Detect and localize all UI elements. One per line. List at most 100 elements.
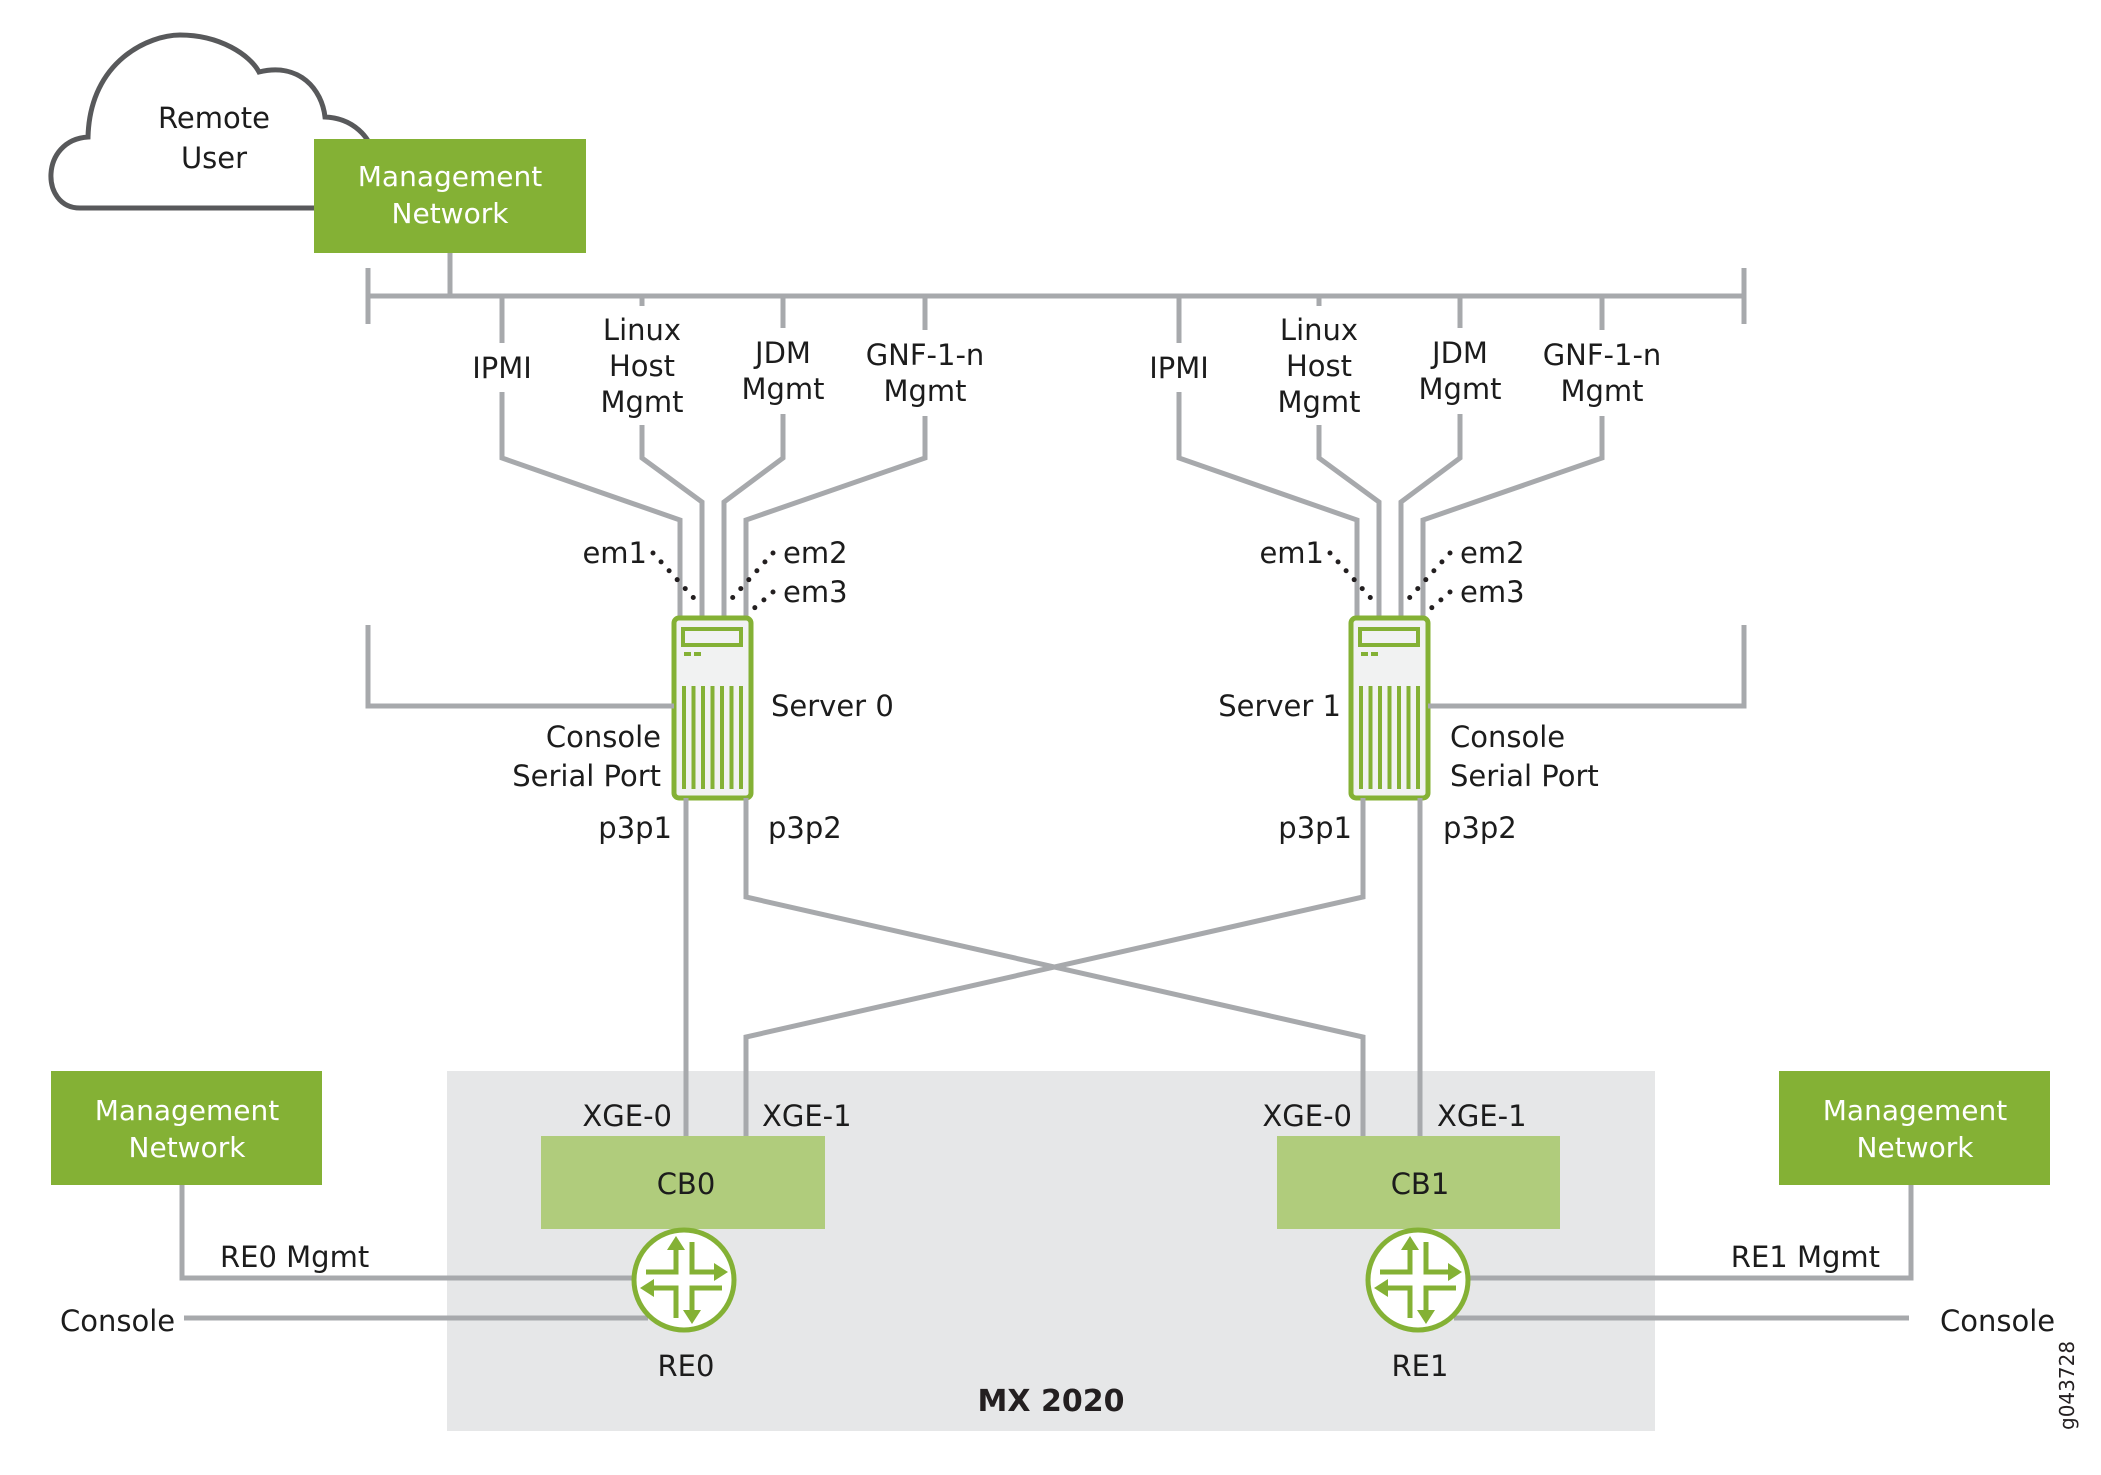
router-arrowhead xyxy=(667,1236,685,1250)
re0-console-label: Console xyxy=(60,1304,175,1338)
server-1-linux-host-label: Mgmt xyxy=(1277,385,1360,419)
server-0-p3p1-label: p3p1 xyxy=(598,811,672,845)
server-0-console-line xyxy=(365,625,674,709)
server-0-em3-label: em3 xyxy=(783,575,848,609)
server-1-jdm-link xyxy=(1398,296,1463,618)
server-1-em1-callout xyxy=(1327,550,1381,609)
server-1-name: Server 1 xyxy=(1218,689,1341,723)
cb0-box xyxy=(541,1136,825,1229)
server-1-p3p2-label: p3p2 xyxy=(1443,811,1517,845)
router-arrow-up xyxy=(646,1248,679,1275)
router-arrowhead xyxy=(714,1263,728,1281)
bottom-right-management-network: Management Network xyxy=(1779,1071,2050,1185)
router-arrow-left xyxy=(652,1285,679,1318)
management-network-box xyxy=(51,1071,322,1185)
router-icon xyxy=(1365,1227,1471,1333)
figure-id: g043728 xyxy=(2055,1341,2079,1430)
router-arrowhead xyxy=(640,1279,654,1297)
server-0-em2-callout xyxy=(722,550,776,609)
cb1-box xyxy=(1277,1136,1560,1229)
server-0-jdm-label: JDM xyxy=(753,336,811,370)
server-0-linux-host-label: Host xyxy=(609,349,675,383)
server-0-jdm-link xyxy=(721,296,786,618)
server-1-ipmi-link xyxy=(1176,296,1360,618)
server-0-em1-callout xyxy=(650,550,704,609)
cb0: CB0 XGE-0 XGE-1 xyxy=(541,1099,852,1229)
router-circle xyxy=(1365,1227,1471,1333)
management-network-line1: Management xyxy=(95,1094,279,1127)
router-arrowhead xyxy=(683,1310,701,1324)
server-0-em3-callout xyxy=(748,589,776,614)
server-1-jdm-label: Mgmt xyxy=(1418,372,1501,406)
server-0-name: Server 0 xyxy=(771,689,894,723)
cb1-xge0-label: XGE-0 xyxy=(1262,1099,1352,1133)
server-0-ipmi-link xyxy=(499,296,683,618)
server-0-ipmi-label: IPMI xyxy=(472,351,532,385)
router-arrowhead xyxy=(1448,1263,1462,1281)
server-1-console-line xyxy=(1428,625,1747,709)
server-1-gnf-label: Mgmt xyxy=(1560,374,1643,408)
remote-user-cloud: Remote User xyxy=(48,32,375,211)
server-1-em2-label: em2 xyxy=(1460,536,1525,570)
management-network-box xyxy=(314,139,586,253)
cb1-label: CB1 xyxy=(1391,1167,1450,1201)
server-0-linux-host-link xyxy=(639,296,705,618)
server-1-console-label-line1: Console xyxy=(1450,720,1565,754)
server-display xyxy=(681,627,743,647)
router-arrow-right xyxy=(689,1242,716,1275)
server-1-linux-host-label: Linux xyxy=(1280,313,1358,347)
re0-mgmt-line xyxy=(179,1185,634,1281)
server-1-p3p1-label: p3p1 xyxy=(1278,811,1352,845)
server-1-gnf-label: GNF-1-n xyxy=(1543,338,1662,372)
cb0-xge0-label: XGE-0 xyxy=(582,1099,672,1133)
server-0-linux-host-label: Linux xyxy=(603,313,681,347)
server-1-em2-callout xyxy=(1399,550,1453,609)
server-1-em3-label: em3 xyxy=(1460,575,1525,609)
re0-label: RE0 xyxy=(658,1349,715,1383)
re1-label: RE1 xyxy=(1392,1349,1449,1383)
server-icon xyxy=(1348,615,1431,801)
cb1: CB1 XGE-0 XGE-1 xyxy=(1262,1099,1560,1229)
cb1-xge1-label: XGE-1 xyxy=(1437,1099,1527,1133)
router-arrow-left xyxy=(1386,1285,1413,1318)
router-arrow-right xyxy=(1423,1242,1450,1275)
management-network-line2: Network xyxy=(1857,1131,1975,1164)
server-1-console-label-line2: Serial Port xyxy=(1450,759,1599,793)
s1-p3p1-to-cb0-xge1 xyxy=(743,798,1366,1136)
cb0-label: CB0 xyxy=(657,1167,716,1201)
router-circle xyxy=(631,1227,737,1333)
server-0-jdm-label: Mgmt xyxy=(741,372,824,406)
re1-mgmt-line xyxy=(1468,1185,1914,1281)
server-1-gnf-link xyxy=(1420,296,1605,618)
cloud-icon xyxy=(48,32,375,211)
router-arrow-down xyxy=(1423,1285,1456,1312)
cloud-label-line2: User xyxy=(181,141,247,175)
management-network-line1: Management xyxy=(1823,1094,2007,1127)
re0-mgmt-label: RE0 Mgmt xyxy=(220,1240,369,1274)
management-network-line2: Network xyxy=(392,197,510,230)
server-0-console-label-line1: Console xyxy=(546,720,661,754)
server-0-console-label-line2: Serial Port xyxy=(512,759,661,793)
server-0-em1-label: em1 xyxy=(582,536,647,570)
server-0-gnf-label: Mgmt xyxy=(883,374,966,408)
re0 xyxy=(631,1227,737,1333)
cloud-label-line1: Remote xyxy=(158,101,270,135)
re1-mgmt-label: RE1 Mgmt xyxy=(1731,1240,1880,1274)
server-1-em1-label: em1 xyxy=(1259,536,1324,570)
server-0-gnf-link xyxy=(743,296,928,618)
management-bus xyxy=(365,253,1747,324)
server-1-em3-callout xyxy=(1425,589,1453,614)
server-1-linux-host-label: Host xyxy=(1286,349,1352,383)
bottom-left-management-network: Management Network xyxy=(51,1071,322,1185)
server-0-p3p2-label: p3p2 xyxy=(768,811,842,845)
server-1-linux-host-link xyxy=(1316,296,1382,618)
server-1-ipmi-label: IPMI xyxy=(1149,351,1209,385)
router-icon xyxy=(631,1227,737,1333)
management-network-line1: Management xyxy=(358,160,542,193)
chassis-label: MX 2020 xyxy=(978,1384,1125,1419)
re1 xyxy=(1365,1227,1471,1333)
server-icon xyxy=(671,615,754,801)
